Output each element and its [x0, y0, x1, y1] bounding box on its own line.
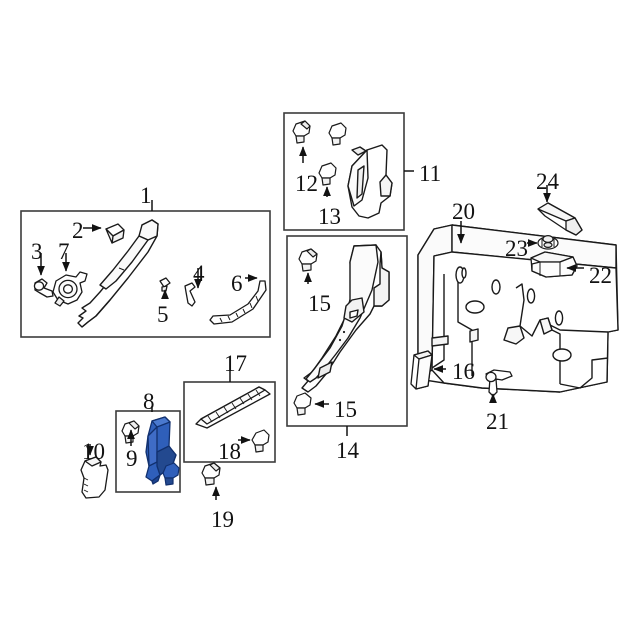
callout-number-21: 21 [486, 409, 509, 434]
callout-number-1: 1 [140, 183, 152, 208]
part-18-clip [251, 429, 270, 453]
part-12-clip-a [292, 120, 311, 144]
part-24-upper-trim [537, 202, 583, 236]
callout-number-5: 5 [157, 302, 169, 327]
callout-number-2: 2 [72, 218, 84, 243]
part-15-clip-b [293, 392, 312, 416]
part-8-highlighted-clip [162, 462, 180, 486]
callout-number-11: 11 [419, 161, 442, 186]
callout-number-23: 23 [505, 236, 528, 261]
part-19-clip [201, 462, 221, 486]
part-17-scuff-plate [195, 386, 271, 429]
callout-number-12: 12 [295, 171, 318, 196]
part-13-clip [318, 162, 337, 186]
callout-number-22: 22 [589, 263, 612, 288]
callout-number-13: 13 [318, 204, 341, 229]
callout-number-17: 17 [224, 351, 247, 376]
part-10-kick-panel [80, 456, 109, 499]
part-14-b-pillar-trim [301, 244, 390, 393]
part-11-quarter-upper-trim [347, 144, 393, 219]
part-7-retainer [52, 271, 88, 307]
callout-number-6: 6 [231, 271, 243, 296]
part-3-stud [33, 278, 54, 298]
callout-number-15: 15 [334, 397, 357, 422]
callout-number-14: 14 [336, 438, 359, 463]
callout-number-20: 20 [452, 199, 475, 224]
callout-number-19: 19 [211, 507, 234, 532]
part-5-grommet [159, 277, 171, 292]
part-23-nut [537, 235, 559, 250]
part-12-clip-b [328, 122, 347, 146]
part-20-back-panel-trim [417, 224, 619, 393]
box-group-1 [20, 210, 271, 338]
part-2-trim-clip [105, 223, 125, 244]
callout-number-15: 15 [308, 291, 331, 316]
group-bounding-boxes [20, 112, 408, 493]
callout-number-3: 3 [31, 239, 43, 264]
callout-number-16: 16 [452, 359, 475, 384]
part-16-trim-piece [410, 350, 433, 390]
callout-number-10: 10 [82, 439, 105, 464]
callout-number-18: 18 [218, 439, 241, 464]
part-6-lower-garnish [209, 280, 267, 325]
part-15-clip-a [298, 248, 318, 272]
callout-number-9: 9 [126, 446, 138, 471]
callout-number-7: 7 [58, 239, 70, 264]
part-21-screw [485, 369, 513, 397]
callout-number-24: 24 [536, 169, 559, 194]
box-group-8 [115, 410, 181, 493]
callout-number-8: 8 [143, 389, 155, 414]
part-4-screw [184, 282, 196, 307]
callout-number-4: 4 [193, 261, 205, 286]
part-1-a-pillar-trim [77, 219, 159, 328]
